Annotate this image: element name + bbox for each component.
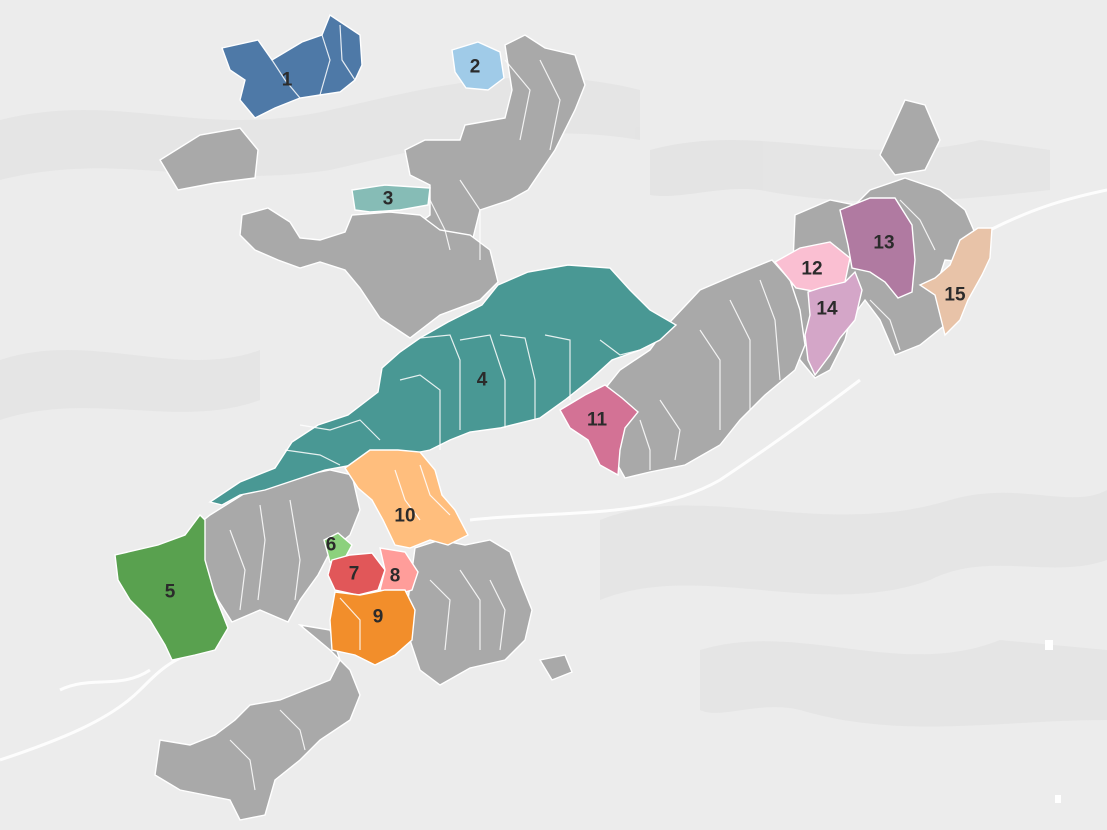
region-2[interactable] xyxy=(451,41,505,91)
region-label-2: 2 xyxy=(470,57,481,78)
region-label-7: 7 xyxy=(349,564,360,585)
region-label-6: 6 xyxy=(326,535,337,556)
municipal-boundaries xyxy=(229,24,936,791)
region-label-14: 14 xyxy=(816,299,838,320)
map-marker xyxy=(1055,795,1061,803)
region-label-9: 9 xyxy=(373,607,384,628)
region-7[interactable] xyxy=(327,552,386,596)
region-15[interactable] xyxy=(918,227,993,337)
region-label-13: 13 xyxy=(873,233,894,254)
region-11[interactable] xyxy=(559,384,639,477)
region-12[interactable] xyxy=(773,241,851,293)
map-marker xyxy=(1045,640,1053,650)
region-5[interactable] xyxy=(114,513,229,661)
region-14[interactable] xyxy=(804,270,863,377)
roads xyxy=(0,188,1107,762)
region-label-10: 10 xyxy=(394,506,415,527)
region-label-3: 3 xyxy=(383,189,394,210)
terrain-shading xyxy=(0,77,1107,727)
municipality-gray[interactable] xyxy=(159,127,259,191)
region-label-12: 12 xyxy=(801,259,822,280)
region-label-15: 15 xyxy=(944,285,966,306)
region-9[interactable] xyxy=(329,589,416,666)
region-label-11: 11 xyxy=(587,410,608,431)
region-label-5: 5 xyxy=(165,582,176,603)
municipality-gray[interactable] xyxy=(239,207,499,339)
region-label-1: 1 xyxy=(282,70,293,91)
region-label-4: 4 xyxy=(477,370,488,391)
region-10[interactable] xyxy=(344,449,469,549)
region-label-8: 8 xyxy=(390,566,401,587)
region-6[interactable] xyxy=(323,532,353,563)
region-3[interactable] xyxy=(351,184,431,213)
selected-regions xyxy=(114,13,993,666)
municipality-gray[interactable] xyxy=(538,654,573,681)
municipality-gray[interactable] xyxy=(154,623,361,821)
region-labels: 1 2 3 4 5 6 7 8 9 10 11 12 13 14 15 xyxy=(165,57,966,628)
region-13[interactable] xyxy=(839,197,916,299)
municipality-gray[interactable] xyxy=(879,99,941,176)
